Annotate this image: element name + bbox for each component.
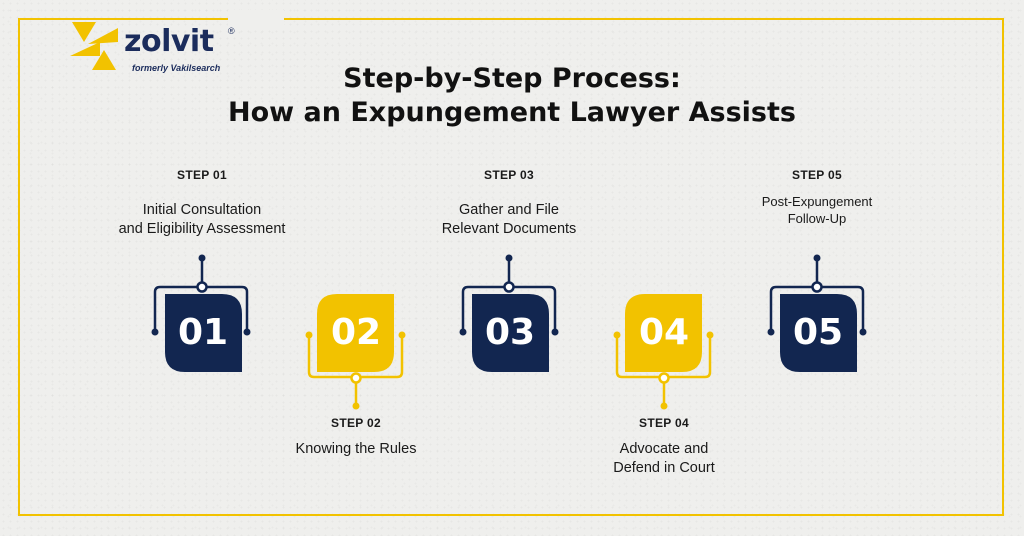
- step-02-dots: [305, 331, 406, 410]
- step-03-badge: [472, 294, 549, 372]
- step-04-label: STEP 04: [639, 416, 689, 430]
- step-01-label: STEP 01: [177, 168, 227, 182]
- frame-gap: [228, 10, 284, 26]
- step-03-description-line-2: Relevant Documents: [441, 221, 577, 237]
- step-02-node: [350, 372, 362, 384]
- step-03-node: [503, 281, 515, 293]
- step-02-badge: [317, 294, 394, 372]
- step-01-badge: [165, 294, 242, 372]
- step-05-label: STEP 05: [792, 168, 842, 182]
- step-05-dots: [767, 254, 867, 336]
- step-04-dots: [613, 331, 714, 410]
- step-04-number: 04: [638, 312, 690, 353]
- registered-mark: ®: [228, 26, 235, 36]
- brand-tagline: formerly Vakilsearch: [132, 63, 221, 73]
- step-01-description-line-1: Initial Consultation: [142, 202, 262, 218]
- step-02-description-line-1: Knowing the Rules: [295, 441, 417, 457]
- step-01-description: Initial Consultation and Eligibility Ass…: [82, 201, 322, 239]
- brand-name: zolvit: [124, 24, 214, 59]
- step-03-description-line-1: Gather and File: [459, 202, 559, 218]
- step-05-node: [811, 281, 823, 293]
- zolvit-logo: zolvit ® formerly Vakilsearch: [66, 20, 246, 76]
- step-05-number: 05: [792, 312, 844, 353]
- step-04-description-line-1: Advocate and: [619, 441, 709, 457]
- step-04-badge: [625, 294, 702, 372]
- zolvit-logo-icon: [70, 22, 118, 70]
- step-01-number: 01: [177, 312, 229, 353]
- step-01-node: [196, 281, 208, 293]
- step-05-badge: [780, 294, 857, 372]
- step-02-number: 02: [330, 312, 382, 353]
- step-05-description-line-2: Follow-Up: [787, 211, 847, 226]
- step-05-description-line-1: Post-Expungement: [761, 194, 873, 209]
- page-title-line-1: Step-by-Step Process:: [343, 63, 681, 94]
- step-04-node: [658, 372, 670, 384]
- step-03-number: 03: [484, 312, 536, 353]
- step-04-description: Advocate and Defend in Court: [544, 440, 784, 478]
- step-02-label: STEP 02: [331, 416, 381, 430]
- step-05-description: Post-Expungement Follow-Up: [697, 193, 937, 227]
- step-03-label: STEP 03: [484, 168, 534, 182]
- step-04-description-line-2: Defend in Court: [613, 460, 715, 476]
- step-01-description-line-2: and Eligibility Assessment: [118, 221, 286, 237]
- step-02-description: Knowing the Rules: [236, 440, 476, 459]
- border-frame: [18, 18, 1004, 516]
- step-03-dots: [459, 254, 559, 336]
- page-title-line-2: How an Expungement Lawyer Assists: [228, 97, 796, 128]
- step-03-description: Gather and File Relevant Documents: [389, 201, 629, 239]
- step-01-dots: [151, 254, 251, 336]
